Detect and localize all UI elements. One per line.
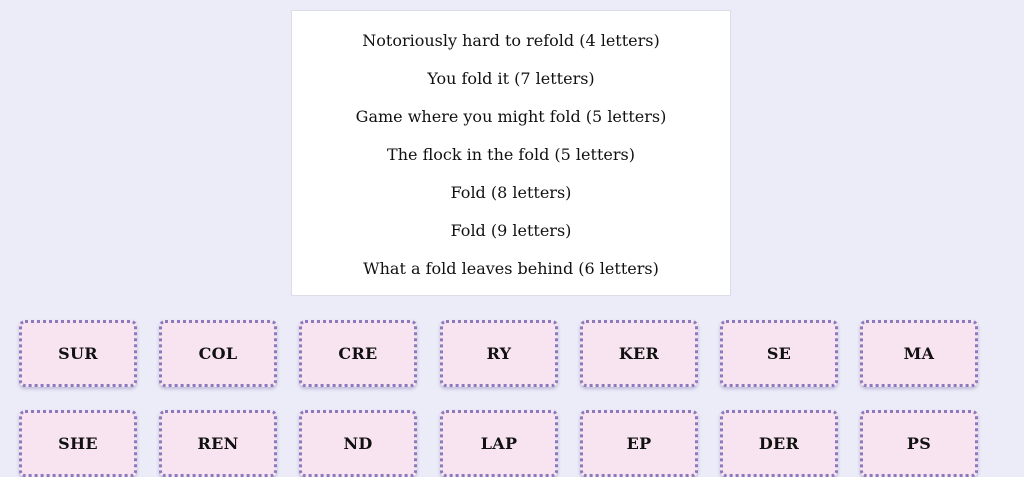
tile-label: COL [198,344,238,363]
tile-label: DER [758,434,800,453]
clue-3: Game where you might fold (5 letters) [355,107,667,126]
tile-label: EP [626,434,652,453]
tile-der[interactable]: DER [720,410,838,477]
tile-ma[interactable]: MA [860,320,978,387]
tile-cre[interactable]: CRE [299,320,417,387]
tile-se[interactable]: SE [720,320,838,387]
tile-sur[interactable]: SUR [19,320,137,387]
tile-col[interactable]: COL [159,320,277,387]
tile-label: REN [197,434,239,453]
clue-4: The flock in the fold (5 letters) [387,145,635,164]
clue-panel: Notoriously hard to refold (4 letters) Y… [291,10,731,296]
tile-she[interactable]: SHE [19,410,137,477]
tile-ren[interactable]: REN [159,410,277,477]
tile-label: ND [343,434,373,453]
tile-label: SE [766,344,792,363]
clue-2: You fold it (7 letters) [427,69,595,88]
tile-ps[interactable]: PS [860,410,978,477]
tile-label: RY [486,344,512,363]
tile-label: MA [903,344,935,363]
tile-label: CRE [338,344,378,363]
tile-ep[interactable]: EP [580,410,698,477]
tile-label: LAP [480,434,518,453]
tile-ry[interactable]: RY [440,320,558,387]
tile-label: PS [906,434,932,453]
tile-ker[interactable]: KER [580,320,698,387]
clue-6: Fold (9 letters) [450,221,572,240]
tile-nd[interactable]: ND [299,410,417,477]
tile-lap[interactable]: LAP [440,410,558,477]
clue-1: Notoriously hard to refold (4 letters) [362,31,660,50]
tile-label: KER [618,344,660,363]
tile-label: SHE [58,434,98,453]
clue-7: What a fold leaves behind (6 letters) [363,259,659,278]
clue-5: Fold (8 letters) [450,183,572,202]
clue-list: Notoriously hard to refold (4 letters) Y… [292,11,730,295]
tile-label: SUR [58,344,98,363]
